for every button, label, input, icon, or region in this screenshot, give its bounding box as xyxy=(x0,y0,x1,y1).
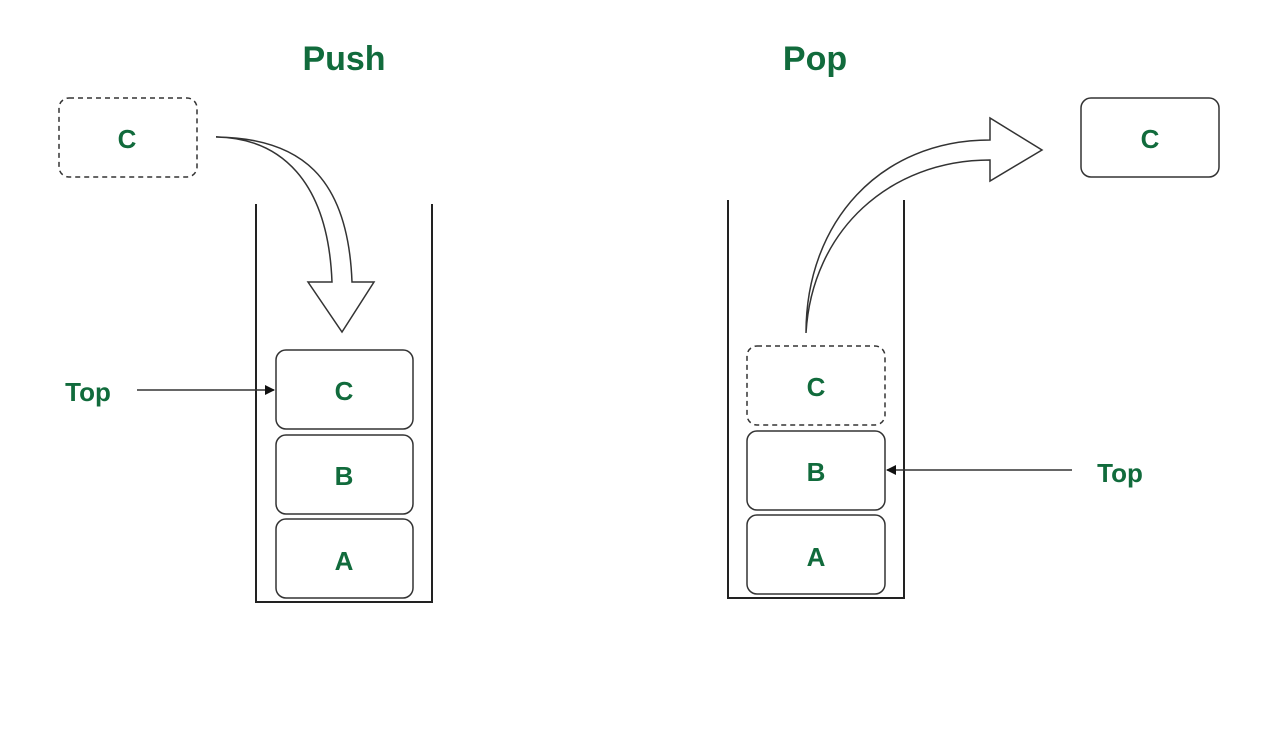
push-arrow xyxy=(215,136,376,334)
push-incoming-box xyxy=(58,97,198,178)
push-stack-item-c: C xyxy=(335,376,354,406)
push-top-label: Top xyxy=(65,377,111,407)
push-section: Push C C B A Top xyxy=(58,40,433,603)
pop-stack-item-c: C xyxy=(807,372,826,402)
push-stack-item-b-box xyxy=(275,434,414,515)
pop-stack-container xyxy=(727,200,905,599)
push-title: Push xyxy=(302,40,385,78)
pop-popped-label: C xyxy=(1141,124,1160,154)
pop-stack-item-c-box-dashed xyxy=(746,345,886,426)
pop-arrow xyxy=(805,116,1044,334)
push-stack-item-a-box xyxy=(275,518,414,599)
pop-top-label: Top xyxy=(1097,458,1143,488)
pop-title: Pop xyxy=(783,40,847,78)
pop-stack-item-b: B xyxy=(807,457,826,487)
pop-stack-item-b-box xyxy=(746,430,886,511)
push-stack-item-a: A xyxy=(335,546,354,576)
push-stack-container xyxy=(255,204,433,603)
pop-stack-item-a: A xyxy=(807,542,826,572)
push-stack-item-c-box xyxy=(275,349,414,430)
pop-section: Pop C C B A Top xyxy=(727,40,1220,599)
push-stack-item-b: B xyxy=(335,461,354,491)
pop-stack-item-a-box xyxy=(746,514,886,595)
push-incoming-label: C xyxy=(118,124,137,154)
pop-popped-box xyxy=(1080,97,1220,178)
